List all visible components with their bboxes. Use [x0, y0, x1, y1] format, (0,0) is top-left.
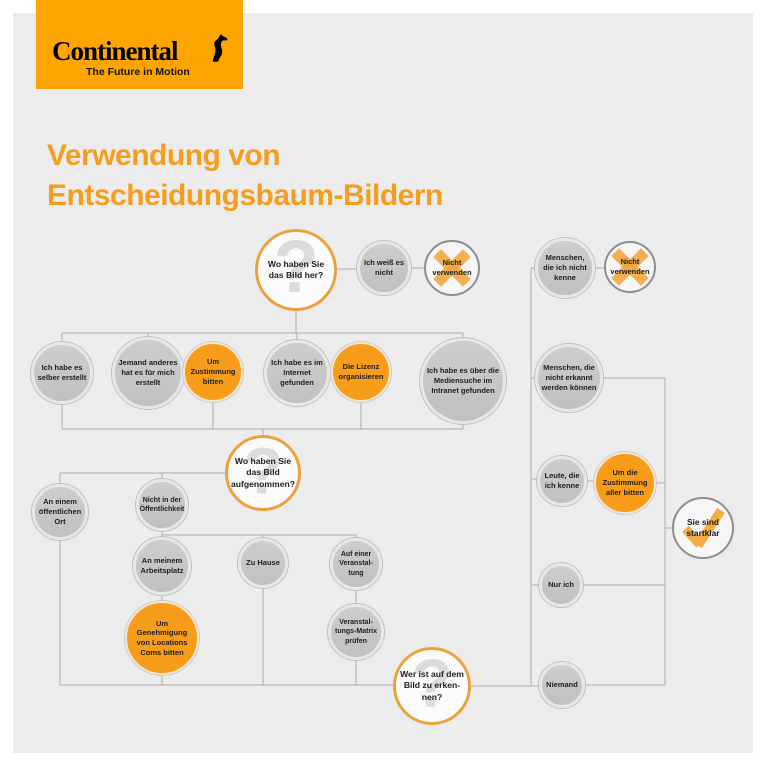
node-found-internet: Ich habe es im Internet gefunden	[264, 340, 330, 406]
node-label: Auf einer Veranstal-tung	[339, 551, 373, 577]
question-mark-watermark: ?	[242, 433, 284, 508]
node-ask-all: Um die Zustimmung aller bitten	[594, 452, 656, 514]
node-label: Wo haben Sie das Bild aufgenommen?	[231, 456, 295, 489]
continental-logo: Continental The Future in Motion	[36, 0, 243, 89]
node-created-other: Jemand anderes hat es für mich erstellt	[112, 337, 184, 409]
node-label: Um Genehmigung von Locations Coms bitten	[136, 618, 188, 657]
node-workplace: An meinem Arbeitsplatz	[133, 537, 191, 595]
node-label: Nicht verwenden	[432, 258, 472, 277]
node-label: Um Zustimmung bitten	[190, 357, 236, 386]
node-label: An einem öffentlichen Ort	[38, 497, 82, 526]
node-not-use-top: Nicht verwenden	[424, 240, 480, 296]
page-title-line2: Entscheidungsbaum-Bildern	[47, 178, 443, 212]
node-q-taken: ? Wo haben Sie das Bild aufgenommen?	[225, 435, 301, 511]
node-unrecognizable: Menschen, die nicht erkannt werden könne…	[535, 344, 603, 412]
node-q-who: ? Wer ist auf dem Bild zu erken-nen?	[393, 647, 471, 725]
node-found-intranet: Ich habe es über die Mediensuche im Intr…	[420, 338, 506, 424]
node-label: Leute, die ich kenne	[544, 471, 580, 490]
node-nobody: Niemand	[539, 662, 585, 708]
node-label: Menschen, die nicht erkannt werden könne…	[541, 363, 597, 392]
node-label: Ich habe es über die Mediensuche im Intr…	[426, 366, 500, 395]
logo-tagline: The Future in Motion	[86, 66, 190, 78]
node-label: Ich habe es im Internet gefunden	[271, 358, 323, 387]
node-q-source: ? Wo haben Sie das Bild her?	[255, 229, 337, 311]
node-not-use-right: Nicht verwenden	[604, 241, 656, 293]
node-known-people: Leute, die ich kenne	[537, 456, 587, 506]
node-label: An meinem Arbeitsplatz	[140, 556, 184, 575]
node-label: Niemand	[546, 680, 578, 690]
node-ready: Sie sind startklar	[672, 497, 734, 559]
node-organize-license: Die Lizenz organisieren	[331, 342, 391, 402]
node-created-self: Ich habe es selber erstellt	[31, 342, 93, 404]
question-mark-watermark: ?	[411, 645, 453, 722]
node-ask-consent: Um Zustimmung bitten	[183, 342, 243, 402]
node-strangers: Menschen, die ich nicht kenne	[535, 238, 595, 298]
node-event: Auf einer Veranstal-tung	[330, 538, 382, 590]
node-label: Um die Zustimmung aller bitten	[602, 468, 648, 497]
node-label: Nicht verwenden	[610, 257, 650, 276]
question-mark-watermark: ?	[273, 225, 319, 309]
node-not-public: Nicht in der Öffentlichkeit	[136, 479, 188, 531]
node-home: Zu Hause	[238, 538, 288, 588]
node-label: Menschen, die ich nicht kenne	[543, 253, 587, 282]
node-label: Veranstal-tungs-Matrix prüfen	[335, 619, 377, 645]
node-only-me: Nur ich	[539, 563, 583, 607]
node-label: Zu Hause	[246, 558, 280, 568]
node-label: Jemand anderes hat es für mich erstellt	[118, 358, 178, 387]
node-label: Wer ist auf dem Bild zu erken-nen?	[400, 669, 464, 702]
page-title-line1: Verwendung von	[47, 139, 281, 172]
node-dont-know: Ich weiß es nicht	[357, 241, 411, 295]
node-public-place: An einem öffentlichen Ort	[32, 484, 88, 540]
node-event-matrix: Veranstal-tungs-Matrix prüfen	[328, 604, 384, 660]
node-label: Sie sind startklar	[686, 517, 720, 538]
horse-icon	[212, 34, 228, 62]
page-title: Verwendung von Entscheidungsbaum-Bildern	[47, 136, 443, 216]
node-label: Ich habe es selber erstellt	[37, 363, 87, 382]
node-label: Ich weiß es nicht	[363, 258, 405, 277]
node-label: Nur ich	[548, 580, 574, 590]
logo-wordmark: Continental	[52, 36, 179, 66]
node-label: Die Lizenz organisieren	[338, 362, 384, 381]
node-label: Nicht in der Öffentlichkeit	[139, 496, 185, 513]
node-label: Wo haben Sie das Bild her?	[267, 258, 325, 280]
node-locations-coms: Um Genehmigung von Locations Coms bitten	[125, 601, 199, 675]
